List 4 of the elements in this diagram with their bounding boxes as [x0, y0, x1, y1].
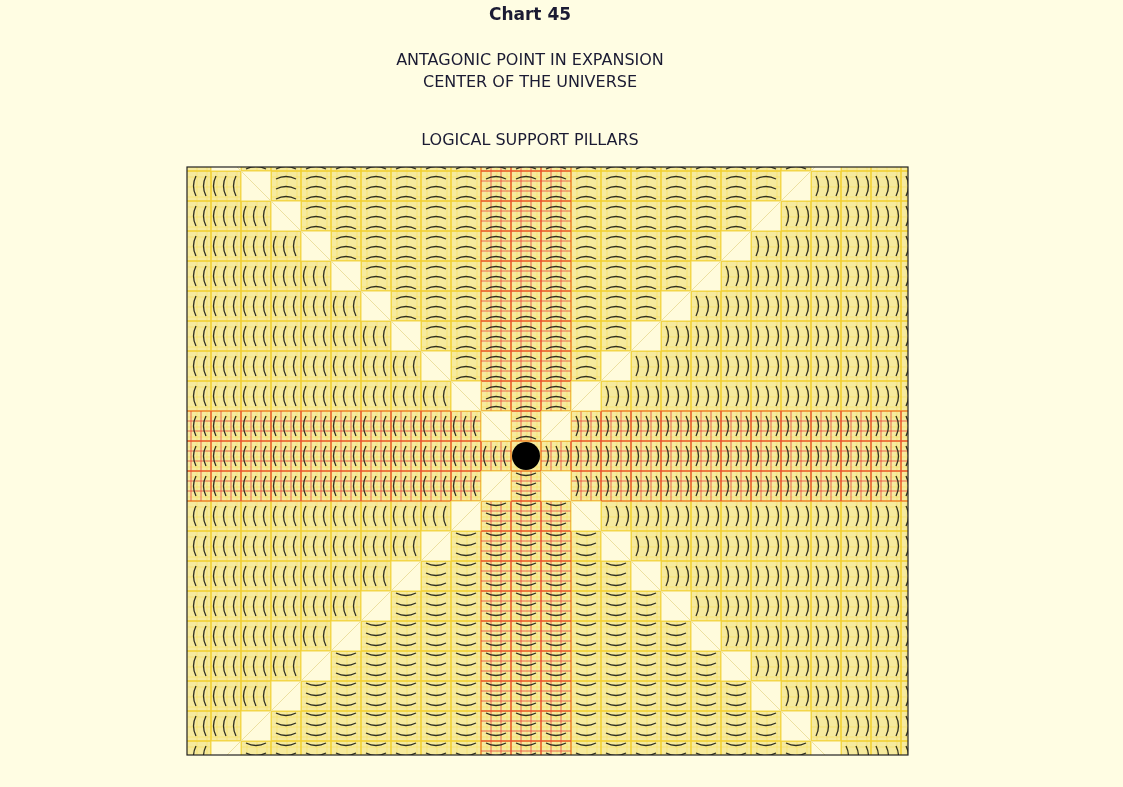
- heading-text: LOGICAL SUPPORT PILLARS: [421, 130, 639, 149]
- subtitle-text: ANTAGONIC POINT IN EXPANSION: [396, 50, 664, 69]
- chart-title: Chart 45: [488, 4, 572, 24]
- subtitle-text: CENTER OF THE UNIVERSE: [422, 72, 638, 91]
